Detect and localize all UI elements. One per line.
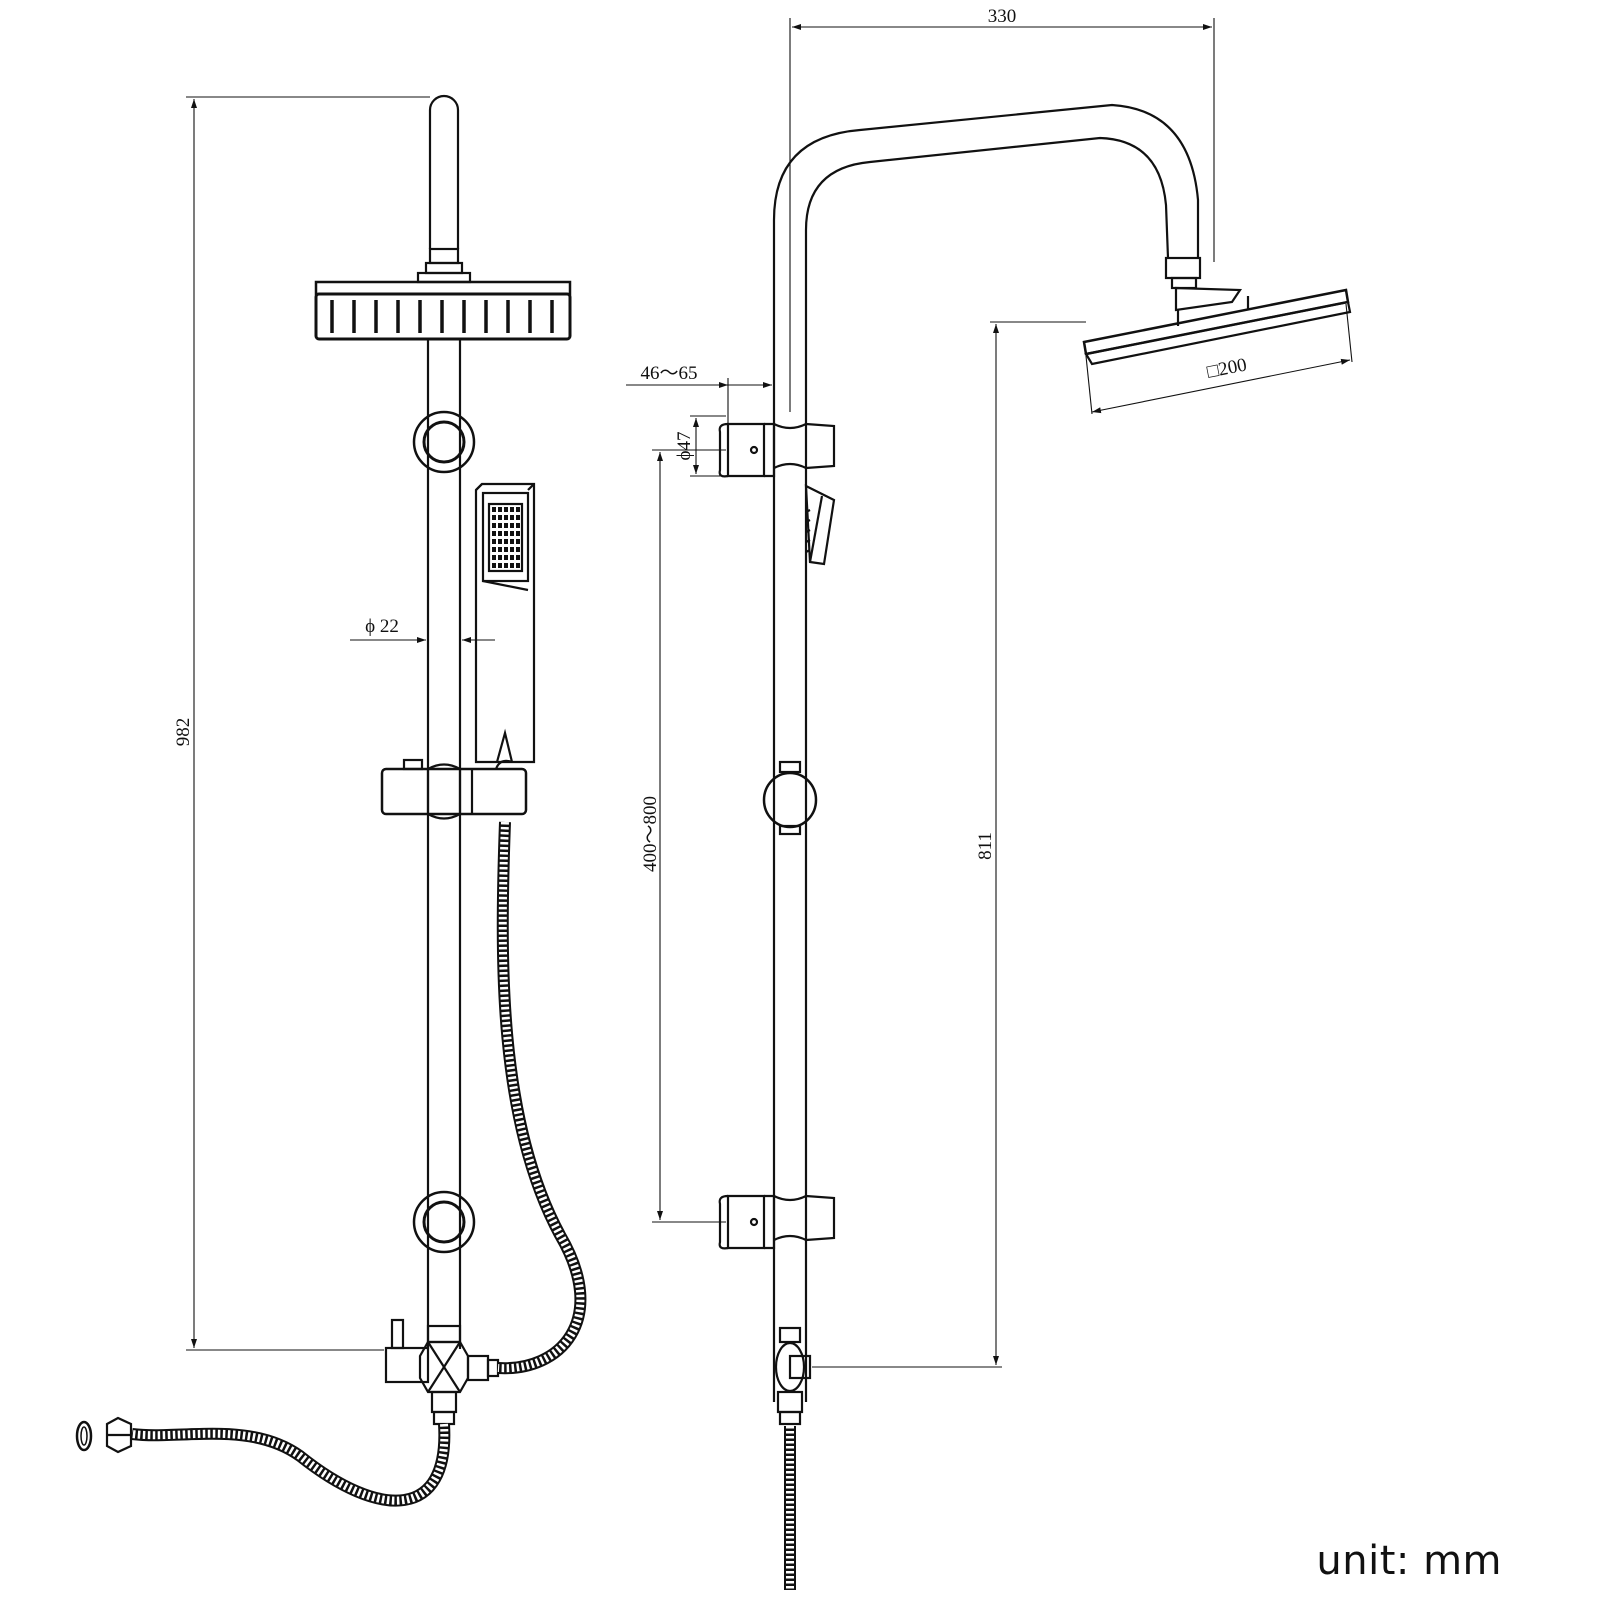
hand-nozzle (492, 563, 496, 568)
hand-nozzle (492, 539, 496, 544)
hand-nozzle (510, 555, 514, 560)
hand-nozzle (504, 515, 508, 520)
dim-shower-head-size: □200 (1205, 354, 1248, 382)
side-rain-shower-head (1082, 288, 1352, 366)
side-bottom-bracket (718, 1194, 836, 1250)
dim-width-top: 330 (988, 6, 1017, 27)
dim-height-total: 982 (173, 718, 194, 747)
front-diverter-valve (384, 1318, 500, 1426)
front-top-bracket (412, 410, 476, 474)
hand-nozzle (492, 555, 496, 560)
dim-bar-diameter: ϕ 22 (365, 616, 399, 637)
hand-nozzle (516, 555, 520, 560)
hand-nozzle (504, 555, 508, 560)
front-overhead-pipe (428, 94, 460, 249)
front-riser-rail (426, 339, 462, 1349)
hand-nozzle (498, 507, 502, 512)
hand-nozzle (516, 547, 520, 552)
hand-nozzle (504, 539, 508, 544)
front-inlet-hose (105, 1416, 451, 1507)
front-slider-holder (380, 758, 528, 820)
hand-nozzle (504, 507, 508, 512)
hand-nozzle (516, 515, 520, 520)
hand-nozzle (516, 563, 520, 568)
side-dimensions (626, 18, 1353, 1368)
dim-wall-offset: 46～65 (640, 363, 697, 384)
front-hand-shower (474, 482, 536, 764)
front-nozzles (330, 300, 554, 333)
side-hand-shower (804, 484, 836, 566)
front-handset-hose (496, 821, 587, 1375)
hand-nozzle (504, 523, 508, 528)
front-view (75, 94, 587, 1507)
dim-bracket-diameter: ϕ47 (674, 431, 695, 460)
front-dimensions (186, 96, 495, 1351)
dim-head-height: 811 (975, 832, 996, 860)
hand-nozzle (510, 531, 514, 536)
hand-nozzle (498, 555, 502, 560)
hand-nozzle (510, 523, 514, 528)
hand-nozzle (498, 539, 502, 544)
hand-nozzle (498, 547, 502, 552)
hand-nozzle (516, 539, 520, 544)
side-view (718, 103, 1352, 1590)
side-overhead-arm (772, 103, 1200, 410)
front-rain-shower-head (314, 280, 572, 341)
hand-nozzle (504, 531, 508, 536)
unit-label: unit: mm (1316, 1538, 1502, 1584)
front-hand-nozzles (492, 507, 520, 568)
hand-nozzle (498, 515, 502, 520)
hand-nozzle (510, 515, 514, 520)
hand-nozzle (498, 563, 502, 568)
hand-nozzle (516, 507, 520, 512)
hand-nozzle (498, 531, 502, 536)
hand-nozzle (510, 547, 514, 552)
hand-nozzle (516, 523, 520, 528)
side-slider-knob (762, 760, 818, 836)
side-head-joint (1164, 256, 1202, 280)
hand-nozzle (492, 547, 496, 552)
front-head-connector-nut (424, 261, 464, 275)
hand-nozzle (492, 531, 496, 536)
hand-nozzle (492, 515, 496, 520)
front-head-connector (428, 247, 460, 265)
hand-nozzle (498, 523, 502, 528)
front-bottom-bracket (412, 1190, 476, 1254)
hand-nozzle (504, 547, 508, 552)
hand-nozzle (504, 563, 508, 568)
hand-nozzle (492, 507, 496, 512)
hand-nozzle (516, 531, 520, 536)
front-head-swivel (416, 271, 472, 284)
hand-nozzle (492, 523, 496, 528)
hand-nozzle (510, 563, 514, 568)
dim-bracket-spacing: 400～800 (640, 796, 661, 872)
hand-nozzle (510, 507, 514, 512)
side-top-bracket (718, 422, 836, 478)
side-diverter (774, 1326, 812, 1426)
hand-nozzle (510, 539, 514, 544)
front-washer (75, 1420, 93, 1452)
